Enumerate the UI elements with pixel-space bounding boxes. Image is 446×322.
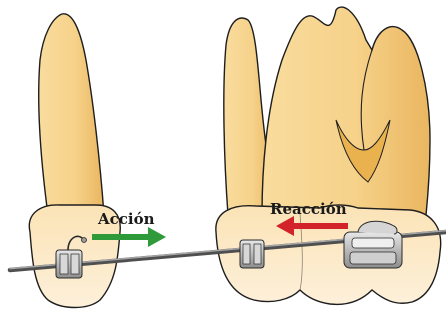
- left-tooth-root: [39, 14, 104, 215]
- right-bracket: [240, 240, 264, 268]
- right-tooth-main-root: [262, 7, 430, 215]
- action-label: Acción: [98, 210, 155, 228]
- reaction-label: Reacción: [270, 200, 347, 218]
